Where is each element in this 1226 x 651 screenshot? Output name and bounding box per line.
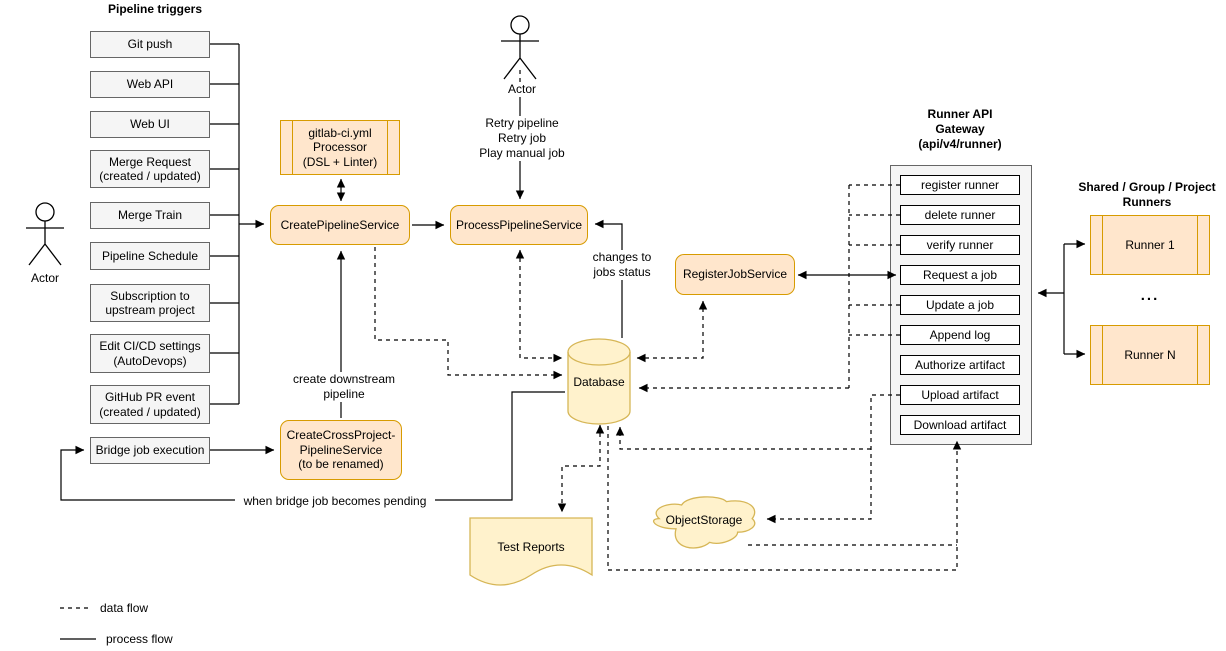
component-bar [1197,216,1198,274]
trigger-web-ui: Web UI [90,111,210,138]
create-cross-project-pipeline-service: CreateCrossProject- PipelineService (to … [280,420,402,480]
endpoint-append-log: Append log [900,325,1020,345]
test-reports-document [469,517,593,586]
actor-top-label: Actor [490,82,554,97]
retry-actions-label: Retry pipeline Retry job Play manual job [455,116,589,161]
gitlab-ci-processor: gitlab-ci.yml Processor (DSL + Linter) [280,120,400,175]
endpoint-request-a-job: Request a job [900,265,1020,285]
process-pipeline-service: ProcessPipelineService [450,205,588,245]
component-bar [387,121,388,174]
endpoint-delete-runner: delete runner [900,205,1020,225]
actor-left-label: Actor [30,271,59,285]
runner-1-label: Runner 1 [1125,237,1175,252]
trigger-pipeline-schedule: Pipeline Schedule [90,242,210,270]
pipeline-triggers-title: Pipeline triggers [107,2,203,16]
trigger-bridge-job: Bridge job execution [90,437,210,464]
create-pipeline-service: CreatePipelineService [270,205,410,245]
component-bar [1102,326,1103,384]
gateway-title: Runner API Gateway (api/v4/runner) [918,107,1002,151]
trigger-merge-request: Merge Request (created / updated) [90,150,210,188]
edge-db-to-download [607,426,962,571]
trigger-web-api: Web API [90,71,210,98]
trigger-github-pr: GitHub PR event (created / updated) [90,385,210,424]
test-reports-label: Test Reports [497,540,565,554]
endpoint-authorize-artifact: Authorize artifact [900,355,1020,375]
trigger-edit-cicd: Edit CI/CD settings (AutoDevops) [90,334,210,373]
component-bar [1197,326,1198,384]
runners-title: Shared / Group / Project Runners [1078,180,1216,209]
bridge-pending-label: when bridge job becomes pending [235,494,435,509]
edge-processpipeline-db [515,249,563,363]
create-downstream-label: create downstream pipeline [281,372,407,402]
endpoint-verify-runner: verify runner [900,235,1020,255]
edge-upload-to-db [615,426,871,450]
endpoint-register-runner: register runner [900,175,1020,195]
actor-top-figure [501,15,539,80]
trigger-git-push: Git push [90,31,210,58]
endpoint-upload-artifact: Upload artifact [900,385,1020,405]
edge-upload-to-objectstorage [766,394,900,524]
runner-n: Runner N [1090,325,1210,385]
legend-data-flow-label: data flow [100,601,149,615]
database-cylinder [567,338,631,425]
edge-gateway-stubs [848,184,900,388]
runner-n-label: Runner N [1124,347,1176,362]
gitlab-ci-processor-label: gitlab-ci.yml Processor (DSL + Linter) [302,125,378,169]
endpoint-update-a-job: Update a job [900,295,1020,315]
changes-jobs-status-label: changes to jobs status [584,250,660,280]
edge-db-testreports [557,424,605,513]
edge-db-registerjob [636,300,708,363]
register-job-service: RegisterJobService [675,254,795,295]
legend-process-flow-label: process flow [106,632,173,646]
object-storage-label: ObjectStorage [665,513,743,527]
object-storage-cloud [653,496,756,549]
trigger-subscription: Subscription to upstream project [90,284,210,322]
database-label: Database [573,375,625,389]
edge-db-to-processpipeline [594,219,623,338]
component-bar [292,121,293,174]
endpoint-download-artifact: Download artifact [900,415,1020,435]
component-bar [1102,216,1103,274]
edge-trigger-trunk [210,43,240,405]
trigger-merge-train: Merge Train [90,202,210,229]
runners-ellipsis: ... [1140,287,1160,304]
runner-1: Runner 1 [1090,215,1210,275]
actor-left-figure [26,202,64,266]
